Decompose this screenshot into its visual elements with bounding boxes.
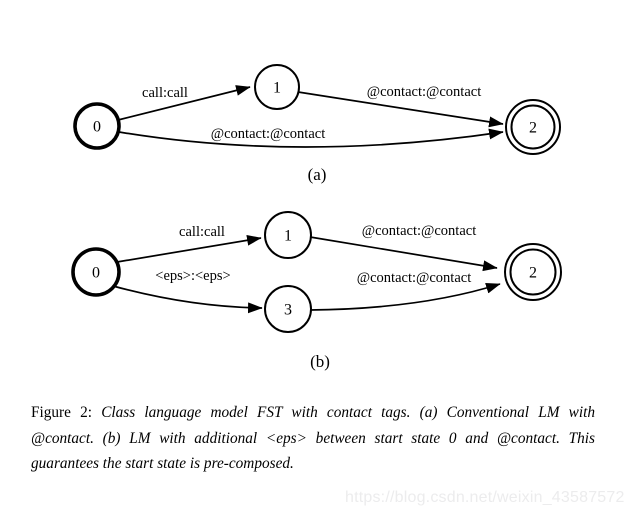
transition-label-a-contact-top: @contact:@contact (367, 84, 481, 100)
state-b-3: 3 (264, 285, 312, 333)
transition-b-0-to-1 (116, 234, 262, 263)
transition-b-0-to-3 (112, 285, 263, 314)
transition-b-1-to-2 (309, 236, 498, 272)
subfigure-label-b: (b) (310, 352, 330, 371)
transition-a-0-to-1 (117, 85, 251, 121)
transition-label-b-eps: <eps>:<eps> (155, 268, 230, 284)
transition-label-b-contact-top: @contact:@contact (362, 223, 476, 239)
state-b-3-label: 3 (284, 302, 292, 319)
state-a-2-label: 2 (529, 120, 537, 137)
state-b-1-label: 1 (284, 228, 292, 245)
state-a-0: 0 (73, 102, 121, 150)
transition-a-1-to-2 (297, 91, 504, 128)
figure-caption: Figure 2: Class language model FST with … (31, 400, 595, 477)
fst-diagram-a: call:call @contact:@contact @contact:@co… (73, 64, 561, 184)
state-a-0-label: 0 (93, 119, 101, 136)
state-a-1-label: 1 (273, 80, 281, 97)
state-a-2: 2 (505, 99, 561, 155)
transition-a-0-to-2 (118, 128, 504, 148)
state-b-1: 1 (264, 211, 312, 259)
state-b-0: 0 (71, 247, 121, 297)
transition-label-a-call: call:call (142, 85, 188, 101)
watermark-url: https://blog.csdn.net/weixin_43587572 (345, 489, 625, 506)
figure-number: Figure 2: (31, 404, 93, 421)
transition-label-b-call: call:call (179, 224, 225, 240)
transition-b-3-to-2 (309, 282, 501, 311)
state-a-1: 1 (254, 64, 300, 110)
state-b-0-label: 0 (92, 265, 100, 282)
subfigure-label-a: (a) (308, 165, 327, 184)
state-b-2-label: 2 (529, 265, 537, 282)
state-b-2: 2 (504, 243, 562, 301)
transition-label-b-contact-bottom: @contact:@contact (357, 270, 471, 286)
transition-label-a-contact-bottom: @contact:@contact (211, 126, 325, 142)
figure-caption-text: Class language model FST with contact ta… (31, 404, 595, 472)
fst-diagram-b: call:call <eps>:<eps> @contact:@contact … (71, 211, 562, 371)
